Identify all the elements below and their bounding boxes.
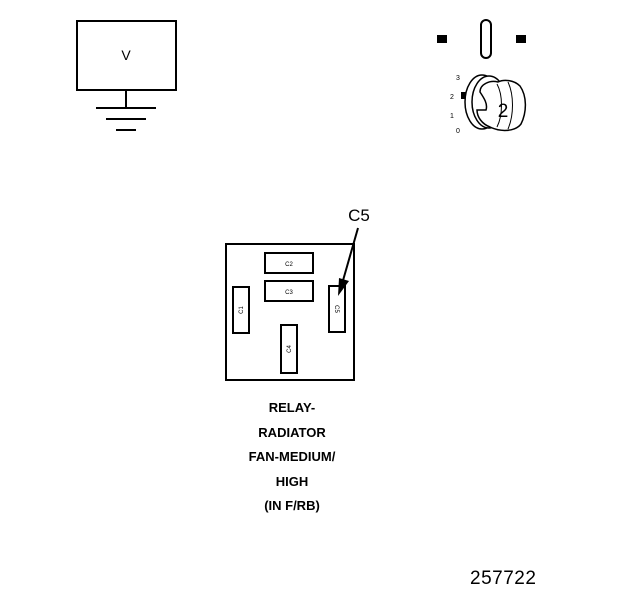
connector-c2 bbox=[264, 252, 314, 274]
figure-number: 257722 bbox=[470, 568, 537, 589]
caption-line: RELAY- bbox=[268, 400, 316, 415]
connector-c3-label: C3 bbox=[285, 290, 293, 296]
key-slot-icon bbox=[480, 19, 492, 59]
indicator-square-left bbox=[437, 35, 447, 43]
callout-arrow-line bbox=[341, 227, 359, 285]
relay-caption: RELAY- RADIATOR FAN-MEDIUM/ HIGH (IN F/R… bbox=[192, 396, 392, 519]
caption-line: FAN-MEDIUM/ bbox=[248, 449, 336, 464]
voltmeter-label: V bbox=[121, 47, 131, 63]
connector-c5-label: C5 bbox=[333, 305, 339, 313]
ground-icon bbox=[96, 107, 156, 131]
connector-c4 bbox=[280, 324, 298, 374]
connector-c5 bbox=[328, 285, 346, 333]
caption-line: RADIATOR bbox=[258, 424, 326, 440]
connector-c4-label: C4 bbox=[287, 345, 293, 353]
key-position-marker bbox=[461, 92, 468, 99]
voltmeter-symbol: V bbox=[76, 20, 177, 131]
relay-outline bbox=[225, 243, 355, 381]
key-position-3: 3 bbox=[456, 75, 460, 82]
ignition-switch-icon: 3 2 1 0 2 bbox=[437, 19, 527, 135]
key-position-number: 2 bbox=[498, 101, 509, 122]
connector-c1-label: C1 bbox=[239, 306, 245, 314]
caption-line: HIGH bbox=[275, 473, 309, 489]
key-position-2: 2 bbox=[450, 94, 454, 101]
caption-line: (IN F/RB) bbox=[264, 498, 320, 513]
callout-label: C5 bbox=[348, 206, 370, 225]
relay-block: C2 C3 C1 C5 C4 bbox=[225, 243, 355, 381]
connector-c3 bbox=[264, 280, 314, 302]
indicator-square-right bbox=[516, 35, 526, 43]
connector-c1 bbox=[232, 286, 250, 334]
callout-arrow-head-icon bbox=[338, 278, 349, 296]
c5-callout: C5 bbox=[338, 206, 370, 296]
connector-c2-label: C2 bbox=[285, 262, 293, 268]
key-position-1: 1 bbox=[450, 113, 454, 120]
key-position-0: 0 bbox=[456, 128, 460, 135]
